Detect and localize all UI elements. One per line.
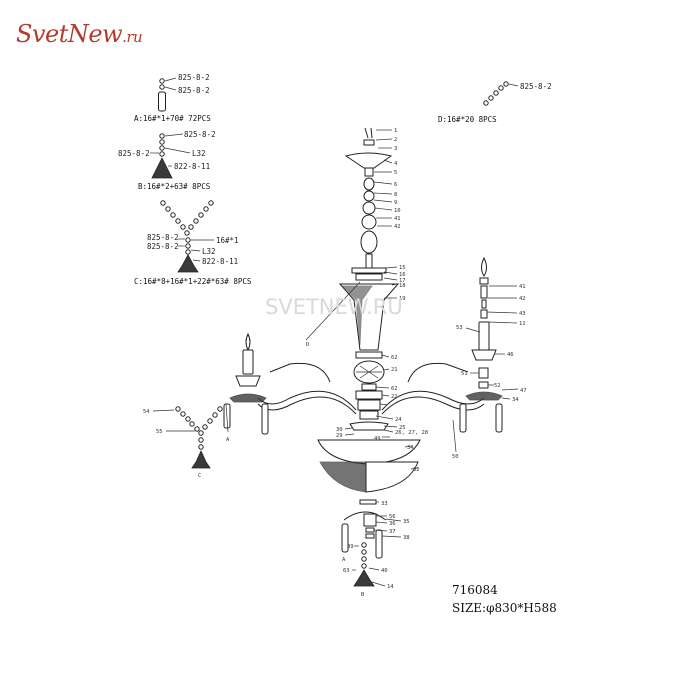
callout-body-6: 62 <box>391 355 398 361</box>
callout-arm-right-3: 43 <box>519 311 526 317</box>
callout-body-18: 32 <box>413 467 420 473</box>
callout-arm-left-4: C <box>198 473 201 479</box>
callout-body-7: 21 <box>391 367 398 373</box>
callout-body-1: 15 <box>399 265 406 271</box>
detail-d-part-1: 825-8-2 <box>520 82 552 91</box>
callout-body-13: 26, 27, 28 <box>395 430 428 436</box>
callout-bottom-5: 35 <box>403 519 410 525</box>
callout-bottom-4: 37 <box>389 529 396 535</box>
detail-a: 825-8-2 825-8-2 A:16#*1+70# 72PCS <box>134 73 211 123</box>
watermark: SVETNEW.RU <box>265 295 403 319</box>
callout-stem-5: 5 <box>394 170 397 176</box>
callout-arm-right-10: 50 <box>452 454 459 460</box>
callout-arm-left-3: A <box>226 437 230 443</box>
callout-bottom-9: 40 <box>381 568 388 574</box>
callout-arm-right-6: 51 <box>461 371 468 377</box>
callout-stem-10: 41 <box>394 216 401 222</box>
logo-tld: .ru <box>122 28 143 46</box>
detail-b-part-1: 825-8-2 <box>184 130 216 139</box>
svetnew-logo: SvetNew.ru <box>16 20 143 48</box>
right-candle-arm: 41 42 43 11 46 51 52 47 34 50 53 <box>452 256 527 460</box>
detail-c: 825-8-2 825-8-2 16#*1 L32 822-8-11 C:16#… <box>134 200 252 286</box>
detail-b: 825-8-2 825-8-2 L32 822-8-11 B:16#*2+63#… <box>118 130 216 191</box>
callout-body-4: 18 <box>399 283 406 289</box>
detail-a-caption: A:16#*1+70# 72PCS <box>134 114 211 123</box>
callout-arm-right-2: 42 <box>519 296 526 302</box>
callout-body-11: 24 <box>395 417 402 423</box>
central-body: 15 16 17 18 19 62 21 62 22 23 24 25 26, … <box>317 265 428 493</box>
detail-c-part-3: 16#*1 <box>216 236 239 245</box>
callout-arm-right-11: 53 <box>456 325 463 331</box>
callout-body-8: 62 <box>391 386 398 392</box>
callout-bottom-10: 63 <box>343 568 350 574</box>
callout-stem-6: 6 <box>394 182 397 188</box>
callout-body-9: 22 <box>391 394 398 400</box>
callout-arm-right-4: 11 <box>519 321 526 327</box>
detail-c-part-4: L32 <box>202 247 216 256</box>
detail-c-caption: C:16#*8+16#*1+22#*63# 8PCS <box>134 277 252 286</box>
callout-arm-left-5: D <box>306 342 309 348</box>
callout-arm-right-7: 52 <box>494 383 501 389</box>
callout-stem-11: 42 <box>394 224 401 230</box>
callout-body-17: 34 <box>407 445 414 451</box>
callout-body-16: 49 <box>374 436 381 442</box>
model-number: 716084 <box>452 583 498 597</box>
callout-arm-left-2: 55 <box>156 429 163 435</box>
callout-body-3: 17 <box>399 278 406 284</box>
detail-d: 825-8-2 D:16#*20 8PCS <box>438 81 552 124</box>
callout-body-14: 30 <box>336 427 343 433</box>
detail-b-part-2: 825-8-2 <box>118 149 150 158</box>
detail-c-part-1: 825-8-2 <box>147 233 179 242</box>
logo-main: SvetNew <box>16 20 123 48</box>
central-stem: 1 2 3 4 5 6 8 9 10 41 42 <box>344 127 401 269</box>
callout-stem-8: 9 <box>394 200 397 206</box>
callout-arm-right-1: 41 <box>519 284 526 290</box>
callout-bottom-2: 56 <box>389 514 396 520</box>
callout-stem-3: 3 <box>394 146 397 152</box>
callout-bottom-7: A <box>342 557 346 563</box>
detail-c-part-2: 825-8-2 <box>147 242 179 251</box>
callout-stem-4: 4 <box>394 161 398 167</box>
callout-bottom-3: 36 <box>389 521 396 527</box>
callout-body-12: 25 <box>399 425 406 431</box>
callout-bottom-8: 39 <box>347 544 354 550</box>
detail-a-part-2: 825-8-2 <box>178 86 210 95</box>
detail-b-part-4: 822-8-11 <box>174 162 210 171</box>
callout-bottom-12: B <box>361 592 365 598</box>
callout-arm-right-5: 46 <box>507 352 514 358</box>
callout-body-5: 19 <box>399 296 406 302</box>
detail-c-part-5: 822-8-11 <box>202 257 238 266</box>
detail-a-part-1: 825-8-2 <box>178 73 210 82</box>
detail-b-part-3: L32 <box>192 149 206 158</box>
detail-b-caption: B:16#*2+63# 8PCS <box>138 182 211 191</box>
callout-stem-9: 10 <box>394 208 401 214</box>
callout-bottom-6: 38 <box>403 535 410 541</box>
callout-body-2: 16 <box>399 272 406 278</box>
callout-body-15: 29 <box>336 433 343 439</box>
callout-arm-left-1: 54 <box>143 409 150 415</box>
detail-d-caption: D:16#*20 8PCS <box>438 115 497 124</box>
callout-bottom-11: 14 <box>387 584 394 590</box>
callout-stem-1: 1 <box>394 128 397 134</box>
callout-bottom-1: 33 <box>381 501 388 507</box>
callout-arm-right-9: 34 <box>512 397 519 403</box>
bottom-finial: 33 56 36 37 35 38 A 39 40 63 14 B <box>341 499 410 598</box>
size-spec: SIZE:φ830*H588 <box>452 601 557 615</box>
callout-stem-2: 2 <box>394 137 397 143</box>
left-candle-arm: 54 55 A C D <box>143 281 361 479</box>
callout-stem-7: 8 <box>394 192 397 198</box>
arms <box>257 362 485 415</box>
callout-arm-right-8: 47 <box>520 388 527 394</box>
